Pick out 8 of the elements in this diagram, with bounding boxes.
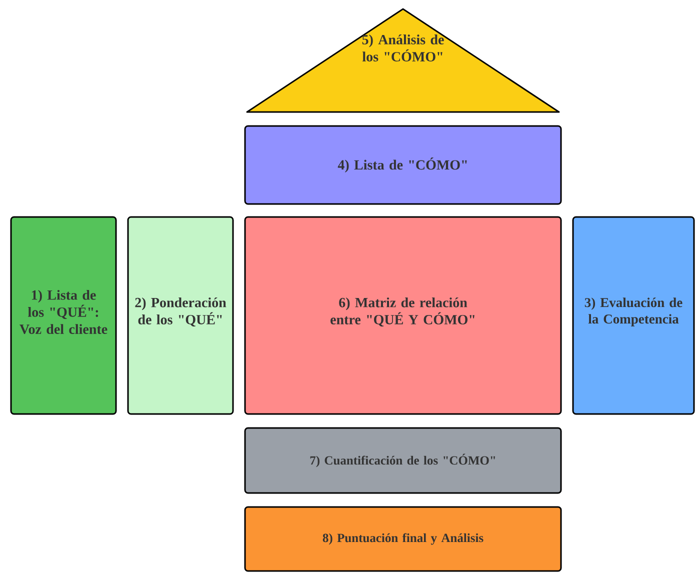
roof-triangle: 5) Análisis de los "CÓMO" — [246, 8, 560, 113]
section-box: 8) Puntuación final y Análisis — [244, 506, 562, 572]
section-box: 1) Lista de los "QUÉ": Voz del cliente — [10, 216, 117, 415]
section-box: 2) Ponderación de los "QUÉ" — [127, 216, 234, 415]
section-box: 7) Cuantificación de los "CÓMO" — [244, 427, 562, 494]
section-box: 3) Evaluación de la Competencia — [572, 216, 695, 415]
section-box: 4) Lista de "CÓMO" — [244, 125, 562, 205]
section-box: 6) Matriz de relación entre "QUÉ Y CÓMO" — [244, 216, 562, 415]
